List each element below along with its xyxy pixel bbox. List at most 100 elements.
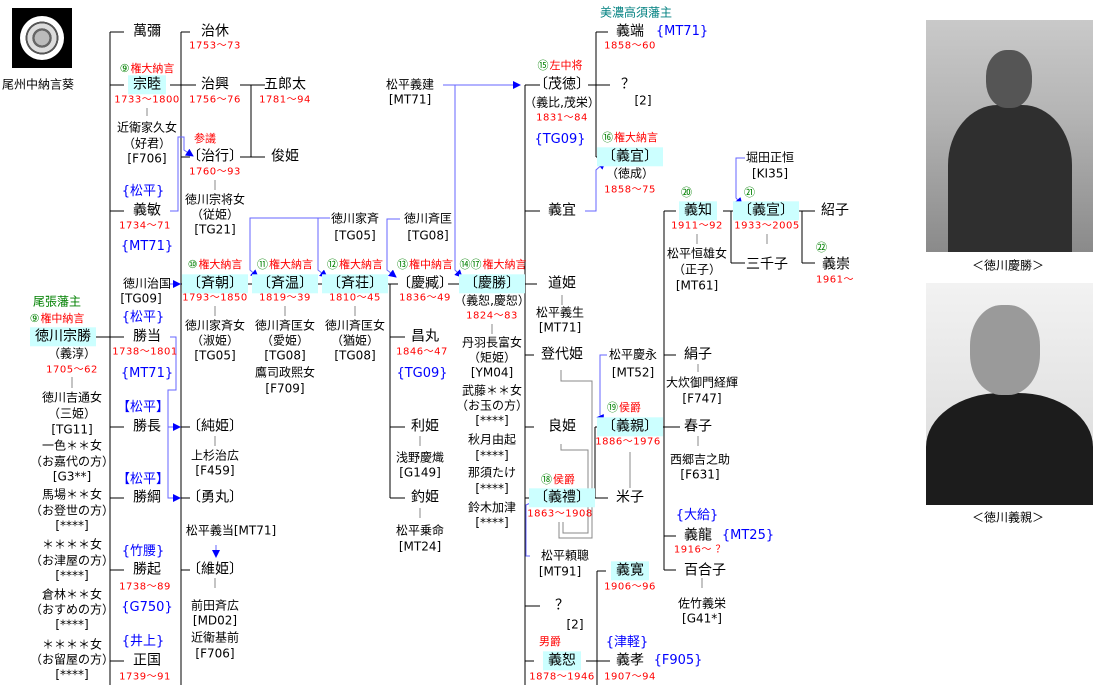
rank-yoshinori: ⑯権大納言: [602, 130, 658, 144]
head-of-house-name-naoharu: 〔斉温〕: [252, 274, 318, 294]
lifespan-dates-yoshitaka-d: 1907～94: [604, 671, 656, 683]
adoption-arrow: [167, 427, 181, 502]
rank-number-badge: ⑪: [257, 257, 268, 271]
rank-title: 権大納言: [198, 257, 243, 271]
spouse-or-note-yk-w3c: [****]: [475, 448, 509, 463]
spouse-or-note-w2b: （お嘉代の方）: [29, 454, 115, 469]
family-crest-logo: [12, 8, 72, 68]
spouse-or-note-yoritoshi: 松平頼聰: [540, 548, 590, 563]
rank-number-badge: ⑲: [607, 400, 618, 414]
head-of-house-name-yoshikatsu: 〔慶勝〕: [459, 274, 525, 294]
adoption-arrow: [317, 218, 328, 278]
spouse-or-note-yk-w4: 那須たけ: [467, 465, 517, 480]
lifespan-dates-yoshitomo-d: 1911～92: [671, 220, 723, 232]
spouse-or-note-naoharu-w2: （愛姫）: [260, 333, 310, 348]
spouse-or-note-unknown2-c: [2]: [566, 617, 584, 632]
head-of-house-name-yoshitomo: 義知: [679, 201, 717, 221]
person-name-katsumasa: 勝当: [133, 328, 161, 345]
spouse-or-note-w5: 倉林＊＊女: [41, 587, 103, 602]
adopted-family-tag-yoshitaka-f: {津軽}: [605, 634, 649, 650]
spouse-or-note-yoshitomo-w2: （正子）: [672, 262, 722, 277]
spouse-or-note-naoharu-w: 徳川斉匡女: [254, 318, 316, 333]
lifespan-dates-yoshitoshi-d: 1734～71: [119, 220, 171, 232]
head-of-house-name-yoshichika: 〔義親〕: [597, 417, 663, 437]
spouse-or-note-w3b: （お登世の方）: [29, 503, 115, 518]
person-name-toyohime: 登代姫: [541, 346, 583, 363]
rank-narotaka: ⑫権大納言: [327, 258, 383, 271]
portrait-photo-yoshikatsu: [926, 20, 1093, 252]
rank-naoharu: ⑪権大納言: [257, 257, 313, 271]
rank-number-badge: ㉒: [816, 240, 827, 254]
spouse-or-note-masatsune-c: [KI35]: [751, 166, 789, 181]
adopted-family-tag-yoshitoshi-f: {松平}: [121, 183, 165, 199]
person-name-yoshinori-a: 義宜: [548, 202, 576, 219]
rank-mochinaga: ⑮左中将: [537, 58, 583, 72]
head-of-house-name-naritaka: 〔斉荘〕: [322, 274, 388, 294]
spouse-or-note-yk-w2b: （お玉の方）: [455, 398, 529, 413]
adoption-arrow: [386, 218, 400, 278]
person-name-toshihime: 俊姫: [271, 148, 299, 165]
rank-number-badge: ⑮: [537, 58, 549, 72]
person-name-katsunaga: 勝長: [133, 418, 161, 435]
spouse-or-note-naritaka-w: 徳川斉匡女: [324, 318, 386, 333]
spouse-or-note-yuriko-h: 佐竹義栄: [677, 596, 727, 611]
adoption-arrow: [454, 85, 463, 278]
spouse-or-note-kinuko-c: [F747]: [682, 391, 722, 406]
lifespan-dates-munekatsu-d: 1705～62: [46, 364, 98, 376]
spouse-or-note-ienari: 徳川家斉: [330, 211, 380, 226]
person-name-yoshitsugu: 〔慶臧〕: [397, 275, 453, 292]
spouse-or-note-munechika-w2: （好君）: [122, 136, 172, 151]
person-name-gorota: 五郎太: [264, 76, 306, 93]
spouse-or-note-naritomo-w: 徳川家斉女: [184, 318, 246, 333]
spouse-or-note-korehime-h: 前田斉広: [190, 598, 240, 613]
spouse-or-note-w1: 徳川吉通女: [41, 390, 103, 405]
person-name-haruyuki: 〔治行〕: [187, 148, 243, 165]
person-name-yoneko: 米子: [616, 489, 644, 506]
spouse-or-note-haruko-c: [F631]: [680, 467, 720, 482]
spouse-or-note-haruyuki-w: 徳川宗将女: [184, 192, 246, 207]
adoption-arrow: [249, 217, 330, 278]
person-name-katsuoki: 勝起: [133, 561, 161, 578]
person-name-yoshimasa: 義端: [616, 23, 644, 40]
person-name-tsurihime: 釣姫: [411, 489, 439, 506]
person-name-toshihime2: 利姫: [411, 418, 439, 435]
adopted-family-tag-yoshitoshi-c: {MT71}: [120, 238, 174, 254]
spouse-or-note-w3c: [****]: [55, 518, 89, 533]
spouse-or-note-toshihime2-c: [G149]: [399, 465, 441, 480]
spouse-or-note-w6b: （お留屋の方）: [29, 652, 115, 667]
spouse-or-note-munechika-w3: [F706]: [127, 151, 167, 166]
head-of-house-name-naritomo: 〔斉朝〕: [182, 274, 248, 294]
rank-number-badge: ⑯: [602, 130, 613, 144]
rank-title-r-haruyuki: 参議: [194, 131, 216, 145]
lifespan-dates-yoshichika-d: 1886～1976: [595, 436, 661, 448]
lifespan-dates-mochinaga-d: 1831～84: [536, 112, 588, 124]
lifespan-dates-haruyuki-d: 1760～93: [189, 166, 241, 178]
rank-title: 権大納言: [482, 257, 527, 271]
spouse-or-note-naoharu-w3: [TG08]: [264, 348, 306, 363]
spouse-or-note-w6: ＊＊＊＊女: [41, 637, 103, 652]
spouse-or-note-yoshitatsu: 松平義建: [385, 77, 435, 92]
spouse-or-note-unknown1-c: [2]: [634, 93, 652, 108]
adopted-family-tag-masakuni-f: {井上}: [121, 633, 165, 649]
spouse-or-note-yuriko-c: [G41*]: [682, 611, 722, 626]
adoption-arrow: [585, 161, 606, 212]
person-name-yuriko: 百合子: [684, 562, 726, 579]
rank-yoshinobu: ㉑: [744, 186, 756, 199]
adopted-family-tag-yoshimasa-c: {MT71}: [655, 23, 709, 39]
rank-yoshitomo: ⑳: [681, 186, 693, 199]
lifespan-dates-naritomo-d: 1793～1850: [182, 292, 248, 304]
spouse-or-note-junhime-c: [F459]: [195, 463, 235, 478]
spouse-or-note-haruko-h: 西郷吉之助: [669, 452, 731, 467]
person-name-kinuko: 絹子: [684, 346, 712, 363]
lifespan-dates-katsuoki-d: 1738～89: [119, 581, 171, 593]
head-of-house-name-munechika: 宗睦: [128, 75, 166, 95]
spouse-or-note-korehime-h2: 近衛基前: [190, 630, 240, 645]
lifespan-dates-haruoki-d: 1756～76: [189, 94, 241, 106]
spouse-or-note-yoshikatsu-alt: （義恕,慶恕）: [454, 293, 530, 308]
spouse-or-note-yk-w3: 秋月由起: [467, 432, 517, 447]
spouse-or-note-yoshimasa-mt: 松平義当[MT71]: [185, 523, 277, 538]
spouse-or-note-w1c: [TG11]: [51, 422, 93, 437]
rank-yoshitsugu: ⑬権中納言: [397, 258, 453, 271]
lifespan-dates-yoshitatsu2-d: 1916～ ？: [673, 544, 727, 556]
adoption-arrow: [167, 336, 181, 431]
